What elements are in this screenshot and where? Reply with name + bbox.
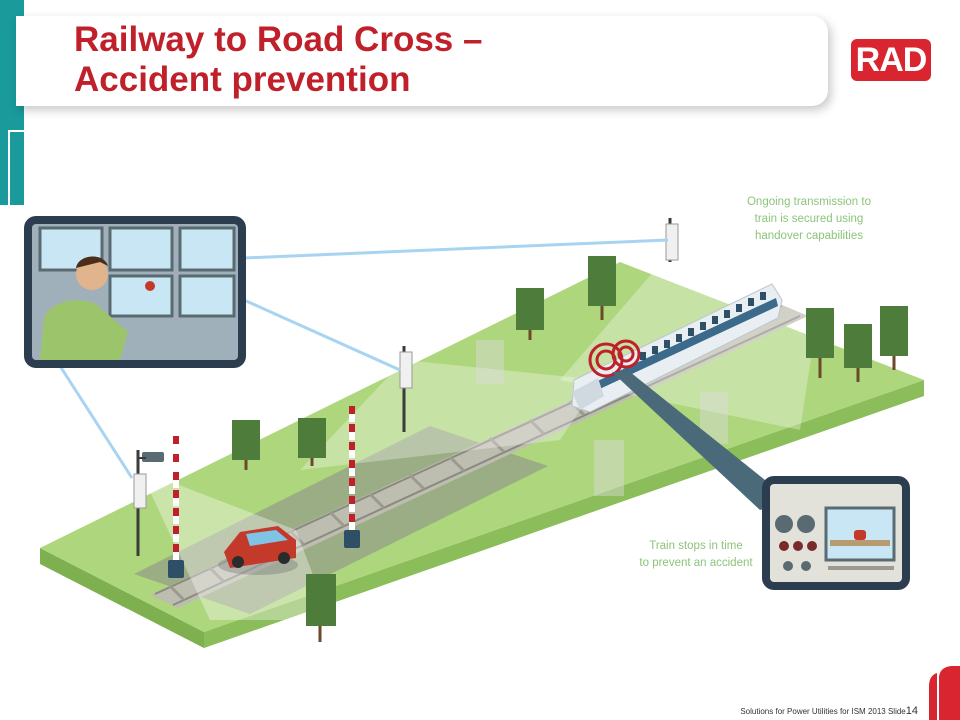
camera-pole <box>133 450 147 556</box>
control-panel-icon <box>762 476 910 590</box>
tree <box>516 288 544 340</box>
crossing-barrier-icon <box>344 406 360 548</box>
tree <box>588 256 616 320</box>
rad-logo: RAD <box>851 39 931 81</box>
ground-side <box>40 548 204 648</box>
note-transmission: Ongoing transmission to train is secured… <box>725 194 893 245</box>
alarm-rings-icon <box>588 339 641 378</box>
monitor-wall <box>38 226 236 318</box>
tree <box>232 420 260 470</box>
operator <box>40 256 128 360</box>
coverage-cone-center <box>300 360 600 470</box>
footer-text: Solutions for Power Utilities for ISM 20… <box>740 707 906 716</box>
note-line: Train stops in time <box>649 540 743 552</box>
tree <box>806 308 834 378</box>
monitor-car <box>145 281 155 291</box>
faded-tree-group <box>476 340 728 496</box>
tree-group <box>232 256 908 642</box>
ground-side-right <box>204 380 924 648</box>
slide-number: 14 <box>905 705 918 717</box>
faded-tree <box>594 440 624 496</box>
rad-logo-text: RAD <box>855 41 928 79</box>
tree <box>298 418 326 466</box>
title-line-2: Accident prevention <box>74 60 411 99</box>
faded-tree <box>476 340 504 384</box>
camera-icon <box>138 452 164 462</box>
rail-sleepers <box>168 399 586 602</box>
train-nose <box>572 378 604 410</box>
radio-pole-center <box>399 346 413 432</box>
car <box>218 526 298 575</box>
slide-footer: Solutions for Power Utilities for ISM 20… <box>740 705 918 717</box>
radio-pole-right <box>665 218 679 262</box>
tree <box>880 306 908 370</box>
note-line: train is secured using <box>754 213 864 225</box>
note-line: handover capabilities <box>754 230 864 242</box>
control-room-inset <box>24 216 246 368</box>
corner-mark <box>929 666 960 720</box>
train-panel-link <box>612 372 790 510</box>
note-line: to prevent an accident <box>639 557 753 569</box>
crossing-barrier-icon <box>168 436 184 578</box>
note-train-stop: Train stops in time to prevent an accide… <box>618 538 774 572</box>
note-line: Ongoing transmission to <box>746 196 871 208</box>
title-line-1: Railway to Road Cross – <box>74 20 483 59</box>
train-windows <box>640 292 766 360</box>
tree <box>844 324 872 382</box>
slide-title: Railway to Road Cross – Accident prevent… <box>74 20 794 100</box>
car-window <box>246 530 288 546</box>
control-room-links <box>58 238 669 479</box>
accent-bracket <box>8 130 24 208</box>
title-box <box>16 16 828 106</box>
tree <box>306 574 336 642</box>
